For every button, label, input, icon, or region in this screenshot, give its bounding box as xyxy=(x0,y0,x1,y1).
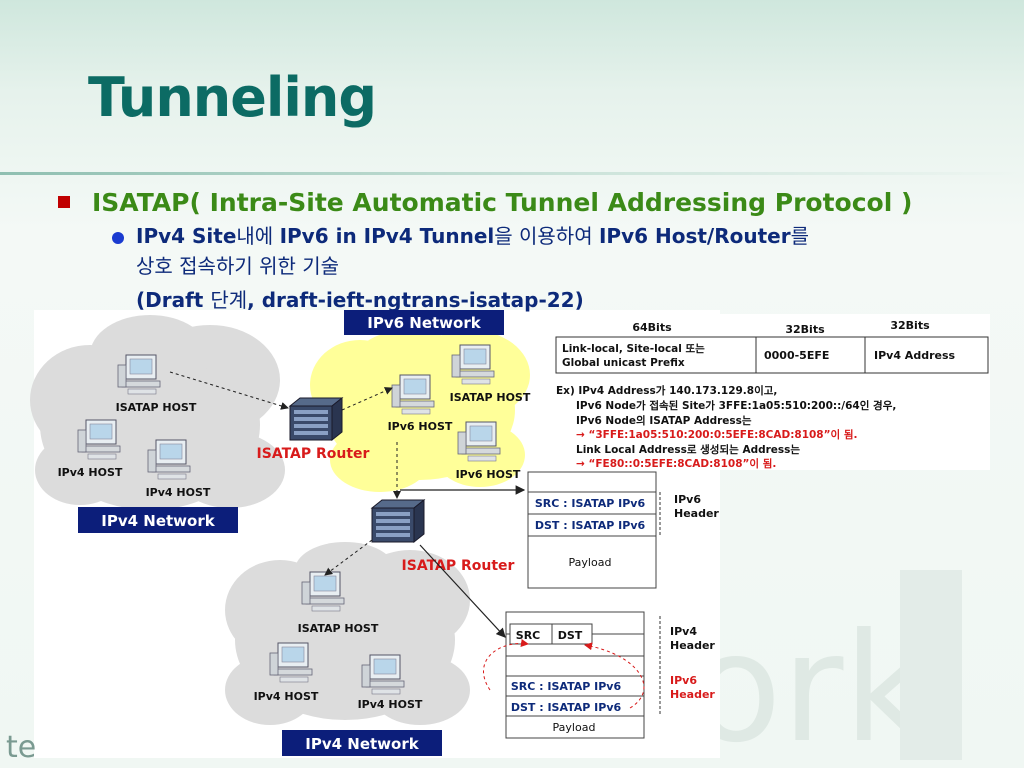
ipv6-packet: SRC : ISATAP IPv6 DST : ISATAP IPv6 Payl… xyxy=(527,471,719,589)
draft-part: 단계 xyxy=(210,288,248,312)
link-arrow xyxy=(169,371,289,410)
address-example: Ex) IPv4 Address가 140.173.129.8이고, IPv6 … xyxy=(556,384,896,470)
header-label: IPv4 xyxy=(670,625,697,638)
bullet-description-line2: 상호 접속하기 위한 기술 xyxy=(136,254,340,278)
header-label: IPv6 xyxy=(670,674,697,687)
packet-dst-v6: DST : ISATAP IPv6 xyxy=(511,701,622,714)
desc-part: 를 xyxy=(790,224,810,248)
ipv4-encapsulated-packet: SRC DST SRC : ISATAP IPv6 DST : ISATAP I… xyxy=(483,611,715,739)
host-label: IPv6 HOST xyxy=(388,420,453,433)
bullet-circle-icon xyxy=(112,232,124,244)
example-line: IPv6 Node의 ISATAP Address는 xyxy=(576,414,752,427)
packet-payload: Payload xyxy=(553,721,596,734)
router-label: ISATAP Router xyxy=(257,446,370,462)
link-arrow xyxy=(324,539,373,576)
address-cell: IPv4 Address xyxy=(874,349,956,362)
host-label: IPv6 HOST xyxy=(456,468,521,481)
packet-dst: DST : ISATAP IPv6 xyxy=(535,519,646,532)
footer-fragment: te xyxy=(6,730,37,765)
ipv4-network-label-bottom-bg xyxy=(282,730,442,756)
bits-label: 64Bits xyxy=(632,321,672,334)
header-label: Header xyxy=(674,507,719,520)
address-cell: Link-local, Site-local 또는 xyxy=(562,343,705,355)
host-label: IPv4 HOST xyxy=(58,466,123,479)
ipv4-network-label-bottom: IPv4 Network xyxy=(305,735,419,753)
address-format-table: 64Bits 32Bits 32Bits Link-local, Site-lo… xyxy=(555,319,989,374)
desc-part: IPv6 in IPv4 Tunnel xyxy=(279,224,495,248)
desc-part: 내에 xyxy=(236,224,280,248)
packet-payload: Payload xyxy=(569,556,612,569)
ipv6-network-label: IPv6 Network xyxy=(367,314,481,332)
packet-src-v4: SRC xyxy=(516,629,540,642)
ipv4-network-label-top: IPv4 Network xyxy=(101,512,215,530)
packet-arrow xyxy=(419,544,506,638)
header-label: IPv6 xyxy=(674,493,701,506)
host-label: IPv4 HOST xyxy=(358,698,423,711)
header-label: Header xyxy=(670,639,715,652)
example-line: IPv6 Node가 접속된 Site가 3FFE:1a05:510:200::… xyxy=(576,399,896,412)
packet-src-v6: SRC : ISATAP IPv6 xyxy=(511,680,622,693)
watermark-text: ork xyxy=(690,602,930,768)
host-label: IPv4 HOST xyxy=(146,486,211,499)
packet-dst-v4: DST xyxy=(558,629,583,642)
header-label: Header xyxy=(670,688,715,701)
bits-label: 32Bits xyxy=(785,323,825,336)
watermark-bar xyxy=(900,570,962,760)
host-label: IPv4 HOST xyxy=(254,690,319,703)
host-label: ISATAP HOST xyxy=(116,401,197,414)
title-divider xyxy=(0,172,1024,175)
host-label: ISATAP HOST xyxy=(450,391,531,404)
draft-note: (Draft 단계, draft-ieft-ngtrans-isatap-22) xyxy=(136,284,584,313)
desc-part: 을 이용하여 xyxy=(494,224,599,248)
address-cell: Global unicast Prefix xyxy=(562,357,685,369)
desc-part: IPv6 Host/Router xyxy=(598,224,791,248)
host-label: ISATAP HOST xyxy=(298,622,379,635)
draft-part: , draft-ieft-ngtrans-isatap-22) xyxy=(247,288,584,312)
ipv4-network-label-top-bg xyxy=(78,507,238,533)
mapping-arrow xyxy=(584,642,645,709)
bullet-isatap: ISATAP( Intra-Site Automatic Tunnel Addr… xyxy=(92,188,913,217)
router-icon xyxy=(371,499,425,543)
example-line: Link Local Address로 생성되는 Address는 xyxy=(576,443,800,456)
slide-title: Tunneling xyxy=(88,66,377,129)
router-icon xyxy=(289,397,343,441)
bullet-description: IPv4 Site내에 IPv6 in IPv4 Tunnel을 이용하여 IP… xyxy=(136,222,809,250)
example-line: → “FE80::0:5EFE:8CAD:8108”이 됨. xyxy=(576,457,776,470)
example-line: Ex) IPv4 Address가 140.173.129.8이고, xyxy=(556,384,777,397)
draft-part: (Draft xyxy=(136,288,211,312)
packet-src: SRC : ISATAP IPv6 xyxy=(535,497,646,510)
router-label: ISATAP Router xyxy=(402,558,515,574)
bullet-square-icon xyxy=(58,196,70,208)
ipv6-network-label-bg xyxy=(344,310,504,335)
bits-label: 32Bits xyxy=(890,319,930,332)
example-line: → “3FFE:1a05:510:200:0:5EFE:8CAD:8108”이 … xyxy=(576,428,857,441)
desc-part: IPv4 Site xyxy=(136,224,237,248)
address-cell: 0000-5EFE xyxy=(764,349,829,362)
